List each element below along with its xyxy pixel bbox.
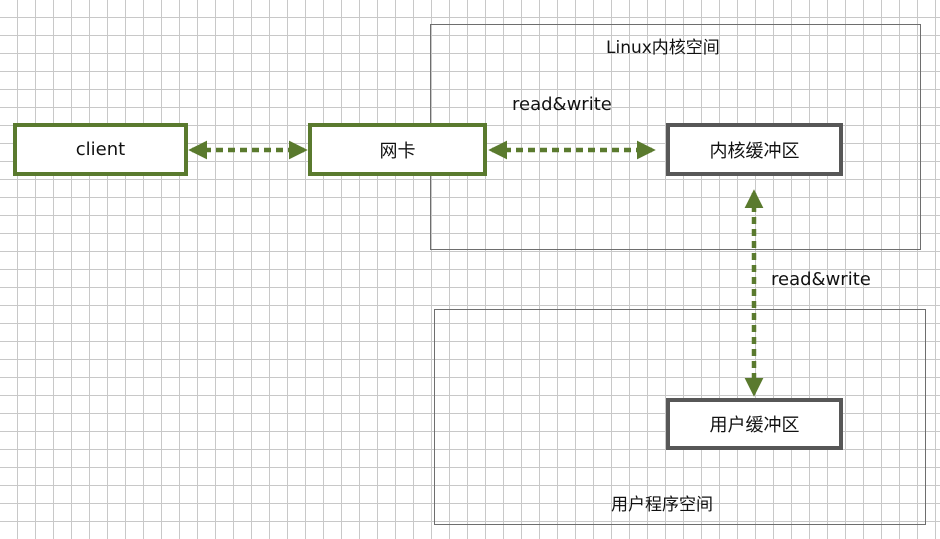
user-space-region [434, 309, 926, 525]
user-buffer-node-label: 用户缓冲区 [709, 415, 800, 436]
kernel-user-edge-label: read&write [771, 269, 871, 290]
client-node[interactable]: client [13, 123, 188, 176]
user-space-title: 用户程序空间 [611, 495, 713, 515]
nic-node-label: 网卡 [379, 140, 416, 162]
kernel-space-title: Linux内核空间 [606, 38, 720, 58]
nic-kernel-edge-label: read&write [512, 94, 612, 115]
user-buffer-node[interactable]: 用户缓冲区 [666, 398, 843, 450]
client-node-label: client [75, 139, 126, 160]
kernel-buffer-node[interactable]: 内核缓冲区 [666, 123, 843, 176]
kernel-buffer-node-label: 内核缓冲区 [709, 140, 800, 162]
nic-node[interactable]: 网卡 [308, 123, 487, 176]
